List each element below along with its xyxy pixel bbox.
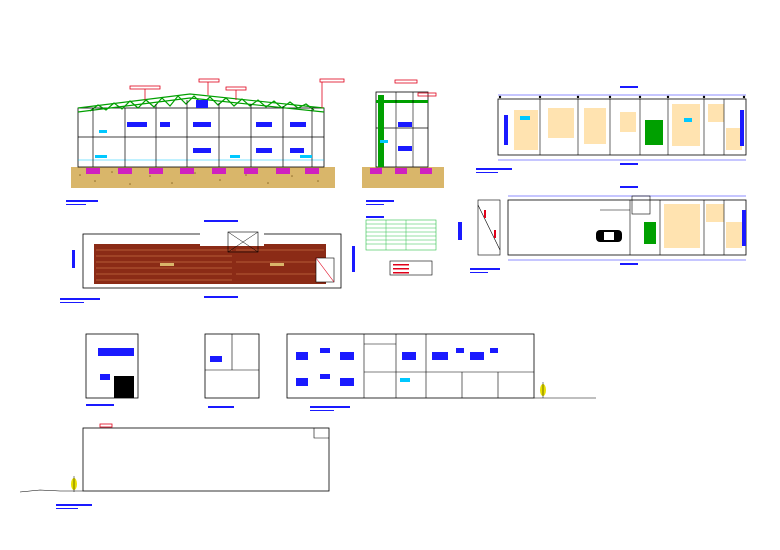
elevation-small-b bbox=[204, 333, 260, 408]
tree-icon bbox=[71, 476, 77, 492]
ground-strip bbox=[71, 167, 335, 188]
tree-icon bbox=[540, 382, 546, 398]
roof-plan bbox=[60, 220, 355, 303]
section-title bbox=[66, 200, 98, 205]
window-marks bbox=[127, 122, 306, 153]
car-icon bbox=[596, 230, 622, 242]
ground-texture bbox=[79, 171, 319, 185]
floor-plan-upper bbox=[476, 86, 747, 173]
elevation-front bbox=[286, 333, 596, 411]
skylight-icon bbox=[196, 100, 208, 108]
cross-section-long bbox=[66, 78, 345, 205]
floor-plan-lower bbox=[458, 186, 747, 273]
legend-table bbox=[365, 216, 437, 276]
elevation-side bbox=[19, 423, 330, 509]
columns bbox=[92, 100, 313, 167]
elevation-small-a bbox=[85, 333, 139, 406]
cross-section-short bbox=[362, 79, 444, 205]
footings bbox=[86, 168, 319, 174]
section-tags bbox=[129, 78, 345, 108]
cyan-fixtures bbox=[95, 130, 312, 158]
